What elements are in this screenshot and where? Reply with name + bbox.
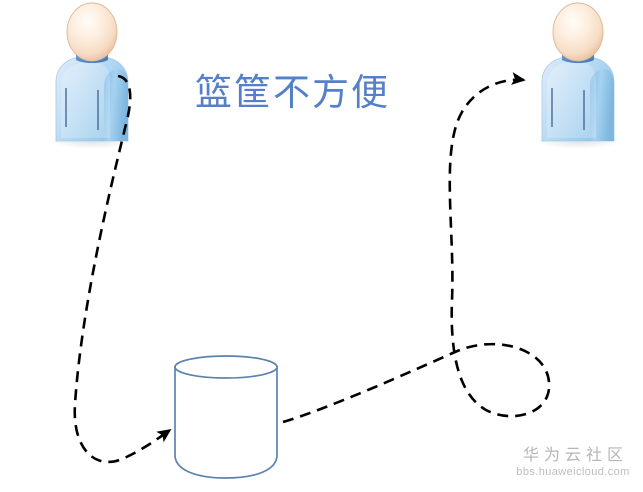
watermark-brand: 华为云社区 [522, 447, 628, 464]
watermark-url: bbs.huaweicloud.com [516, 466, 630, 479]
connector-user-left-to-database [73, 74, 172, 464]
diagram-title: 篮筐不方便 [195, 73, 390, 114]
watermark: 华为云社区 bbs.huaweicloud.com [508, 447, 638, 480]
connector-database-to-user-right [282, 72, 551, 424]
database-cylinder-icon [174, 355, 278, 479]
person-icon-right [534, 2, 622, 149]
person-icon-left [48, 2, 136, 149]
